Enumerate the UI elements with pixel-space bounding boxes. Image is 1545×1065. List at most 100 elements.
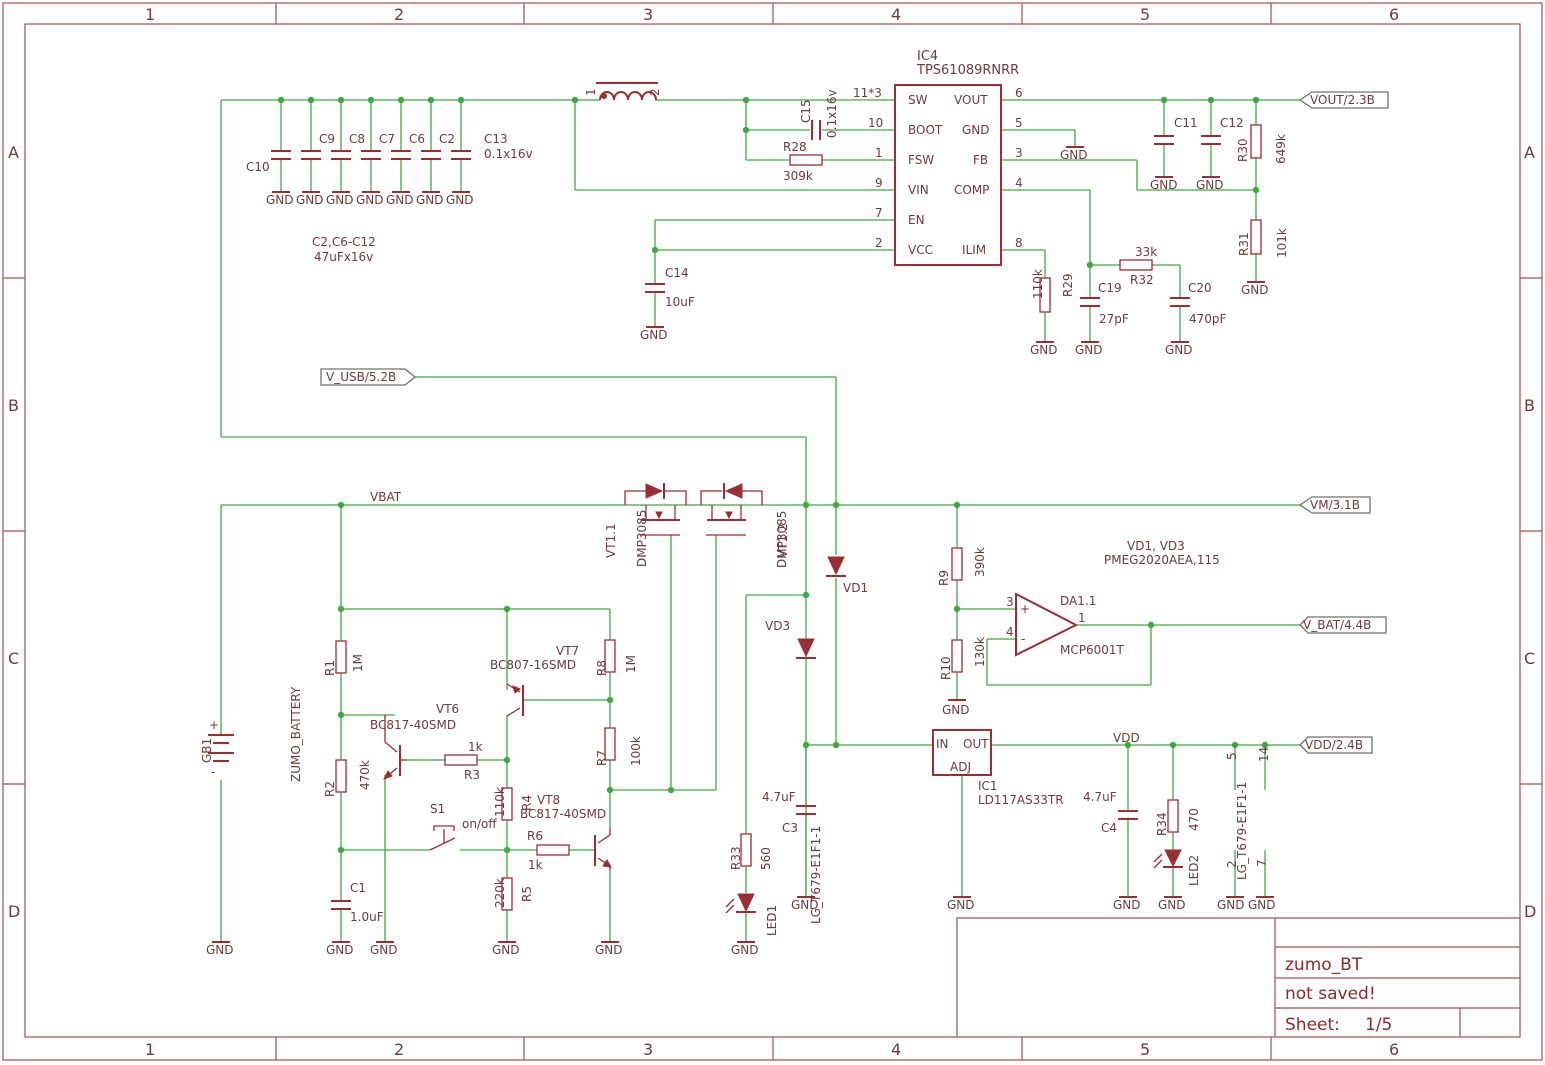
col-label-top-1: 1	[145, 5, 155, 24]
r28-ref: R28	[783, 140, 807, 154]
r5-resistor: 220k R5 GND	[492, 877, 534, 957]
da1-ref: DA1.1	[1060, 594, 1096, 608]
r10-value: 130k	[973, 637, 987, 667]
c8-ref: C8	[349, 132, 365, 146]
c1-value: 1.0uF	[350, 910, 384, 924]
ic4-pin-vcc-num: 2	[875, 236, 883, 250]
gnd-pin-2: GND	[1217, 898, 1245, 912]
vd3-diode: VD3	[765, 619, 816, 659]
led2-part: LG_T679-E1F1-1	[1235, 782, 1249, 880]
vd-note-part: PMEG2020AEA,115	[1104, 553, 1220, 567]
c11-ref: C11	[1174, 116, 1198, 130]
r8-ref: R8	[595, 660, 609, 676]
net-port-v-bat: V_BAT/4.4B	[1299, 616, 1387, 634]
gnd-c12: GND	[1196, 178, 1224, 192]
net-port-v-bat-label: V_BAT/4.4B	[1303, 618, 1371, 632]
input-capacitor-bank: C10 C9 C8 C7 C6 C2 C13 0.1x16v GND GND G…	[246, 132, 533, 264]
ic-power-pins: 5 14 2 7 GND GND	[1217, 747, 1276, 912]
junctions	[277, 96, 1269, 854]
c10-ref: C10	[246, 160, 270, 174]
col-label-top-3: 3	[643, 5, 653, 24]
ic4-pin-ilim-num: 8	[1015, 236, 1023, 250]
r31-ref: R31	[1237, 232, 1251, 256]
da1-pin-plus: 3	[1006, 595, 1014, 609]
col-label-bottom-2: 2	[394, 1040, 404, 1059]
r32-resistor: 33k R32	[1119, 245, 1157, 287]
r1-value: 1M	[351, 654, 365, 672]
r6-resistor: R6 1k	[527, 829, 570, 872]
c4-capacitor: 4.7uF C4 GND	[1083, 790, 1141, 912]
da1-part: MCP6001T	[1060, 643, 1125, 657]
c2-ref: C2	[439, 132, 455, 146]
net-label-vbat: VBAT	[370, 490, 402, 504]
gnd-pin-7: GND	[1248, 898, 1276, 912]
ic4-gnd-symbol: GND	[1060, 146, 1088, 162]
gnd-r31: GND	[1241, 283, 1269, 297]
ic4-pin-en-num: 7	[875, 206, 883, 220]
ic1-part: LD117AS33TR	[978, 793, 1064, 807]
ic1-out: OUT	[963, 737, 989, 751]
ic4-pin-fb-num: 3	[1015, 146, 1023, 160]
vt6-ref: VT6	[436, 702, 459, 716]
net-port-v-usb-label: V_USB/5.2B	[326, 370, 396, 384]
col-label-top-2: 2	[394, 5, 404, 24]
gb1-part: ZUMO_BATTERY	[289, 686, 303, 782]
ic4-pin-gnd-num: 5	[1015, 116, 1023, 130]
gnd-c20: GND	[1165, 343, 1193, 357]
vd3-ref: VD3	[765, 619, 790, 633]
r28-resistor: R28 309k	[783, 140, 823, 183]
gnd-c8: GND	[326, 193, 354, 207]
wires	[220, 99, 1300, 942]
vt8-part: BC817-40SMD	[520, 807, 606, 821]
vt7-part: BC807-16SMD	[490, 658, 576, 672]
c9-ref: C9	[319, 132, 335, 146]
inductor-pin1: 1	[584, 88, 598, 96]
c7-ref: C7	[379, 132, 395, 146]
da1-plus: +	[1020, 602, 1030, 616]
gnd-c11: GND	[1150, 178, 1178, 192]
r4-value: 110k	[493, 787, 507, 817]
vd1-ref: VD1	[843, 581, 868, 595]
ic4-pin-fb-name: FB	[973, 153, 988, 167]
c13-ref: C13	[484, 132, 508, 146]
r9-ref: R9	[937, 570, 951, 586]
r6-ref: R6	[527, 829, 543, 843]
r4-resistor: 110k R4	[493, 787, 534, 821]
gnd-ic4: GND	[1060, 148, 1088, 162]
c1-capacitor: C1 1.0uF GND	[326, 881, 384, 957]
r32-ref: R32	[1130, 273, 1154, 287]
row-label-right-d: D	[1524, 902, 1536, 921]
led1-ref: LED1	[765, 905, 779, 936]
r31-value: 101k	[1275, 228, 1289, 258]
row-label-left-b: B	[8, 396, 19, 415]
r28-value: 309k	[783, 169, 813, 183]
net-port-vout: VOUT/2.3B	[1298, 91, 1389, 109]
c14-capacitor: C14 10uF GND	[640, 266, 695, 342]
row-label-left-c: C	[8, 649, 19, 668]
title-block: zumo_BT not saved! Sheet: 1/5	[956, 917, 1520, 1037]
r32-value: 33k	[1135, 245, 1157, 259]
r5-value: 220k	[493, 878, 507, 908]
title-block-title: zumo_BT	[1285, 955, 1363, 975]
r8-resistor: R8 1M	[595, 639, 638, 676]
net-label-vdd: VDD	[1113, 731, 1140, 745]
r7-value: 100k	[629, 736, 643, 766]
r3-value: 1k	[468, 740, 483, 754]
da1-pin-minus: 4	[1006, 625, 1014, 639]
r30-ref: R30	[1236, 138, 1250, 162]
vt7-ref: VT7	[556, 644, 579, 658]
col-label-top-4: 4	[891, 5, 901, 24]
r9-value: 390k	[973, 547, 987, 577]
c11-capacitor: C11 GND	[1150, 116, 1198, 192]
row-label-left-a: A	[8, 143, 19, 162]
ic4-pin-fsw-name: FSW	[908, 153, 934, 167]
led2: LED2 LG_T679-E1F1-1 GND	[1153, 782, 1249, 912]
r34-resistor: R34 470	[1155, 799, 1201, 836]
ic4-pin-comp-name: COMP	[954, 183, 989, 197]
r3-resistor: 1k R3	[444, 740, 483, 782]
vt1-1-ref: VT1.1	[604, 523, 618, 558]
vt1-dual-mosfet: VT1.1 DMP3085 DMP3085 VT1.2	[604, 483, 790, 568]
net-port-v-usb: V_USB/5.2B	[320, 368, 417, 386]
input-caps-group-value: 47uFx16v	[314, 250, 373, 264]
